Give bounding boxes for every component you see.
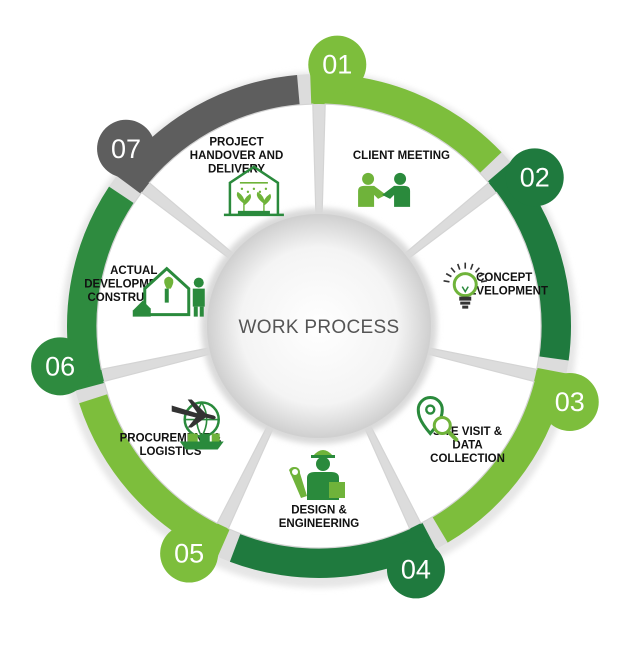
step-label-line: CLIENT MEETING — [353, 150, 450, 162]
band-step-03 — [432, 367, 567, 543]
number-tab-07 — [97, 119, 156, 178]
band-step-04 — [229, 522, 437, 578]
step-label-line: COLLECTION — [430, 453, 505, 465]
handshake-icon — [358, 172, 411, 207]
step-label-01: CLIENT MEETING — [353, 150, 450, 162]
band-step-06 — [67, 186, 135, 391]
step-number-04: 04 — [401, 554, 431, 584]
step-label-line: DELIVERY — [208, 163, 265, 175]
icon-layer — [132, 165, 488, 500]
engineer-icon — [289, 450, 345, 500]
center-hub: WORK PROCESS — [201, 208, 437, 444]
band-step-01 — [310, 74, 502, 173]
hub-disc — [207, 214, 431, 438]
number-tab-03 — [540, 372, 599, 431]
step-number-05: 05 — [174, 539, 204, 569]
step-number-02: 02 — [520, 162, 550, 192]
step-label-line: DEVELOPMENT — [460, 285, 548, 297]
number-tab-02 — [505, 148, 564, 207]
number-tab-05 — [160, 524, 219, 583]
center-title: WORK PROCESS — [239, 317, 400, 338]
step-label-line: DESIGN & — [291, 504, 347, 516]
step-number-01: 01 — [322, 50, 352, 80]
step-label-line: HANDOVER AND — [190, 150, 284, 162]
step-label-line: DATA — [452, 439, 482, 451]
band-step-07 — [116, 74, 300, 194]
number-tab-layer — [31, 35, 599, 599]
number-tab-01 — [308, 35, 367, 94]
step-label-line: CONCEPT — [476, 272, 532, 284]
lightbulb-icon — [443, 262, 488, 309]
greenhouse-icon — [223, 165, 284, 217]
step-label-line: PROJECT — [209, 136, 263, 148]
number-tab-04 — [386, 540, 445, 599]
number-layer: 01 02 03 04 05 06 07 — [45, 50, 585, 585]
step-number-07: 07 — [111, 134, 141, 164]
step-label-line: ACTUAL — [110, 265, 157, 277]
number-tab-06 — [31, 337, 90, 396]
logistics-icon — [171, 399, 224, 450]
band-step-02 — [487, 162, 571, 361]
step-label-04: DESIGN & ENGINEERING — [279, 504, 360, 530]
location-search-icon — [416, 396, 459, 442]
construction-icon — [132, 266, 205, 317]
step-number-03: 03 — [555, 387, 585, 417]
step-number-06: 06 — [45, 351, 75, 381]
step-label-line: ENGINEERING — [279, 518, 360, 530]
